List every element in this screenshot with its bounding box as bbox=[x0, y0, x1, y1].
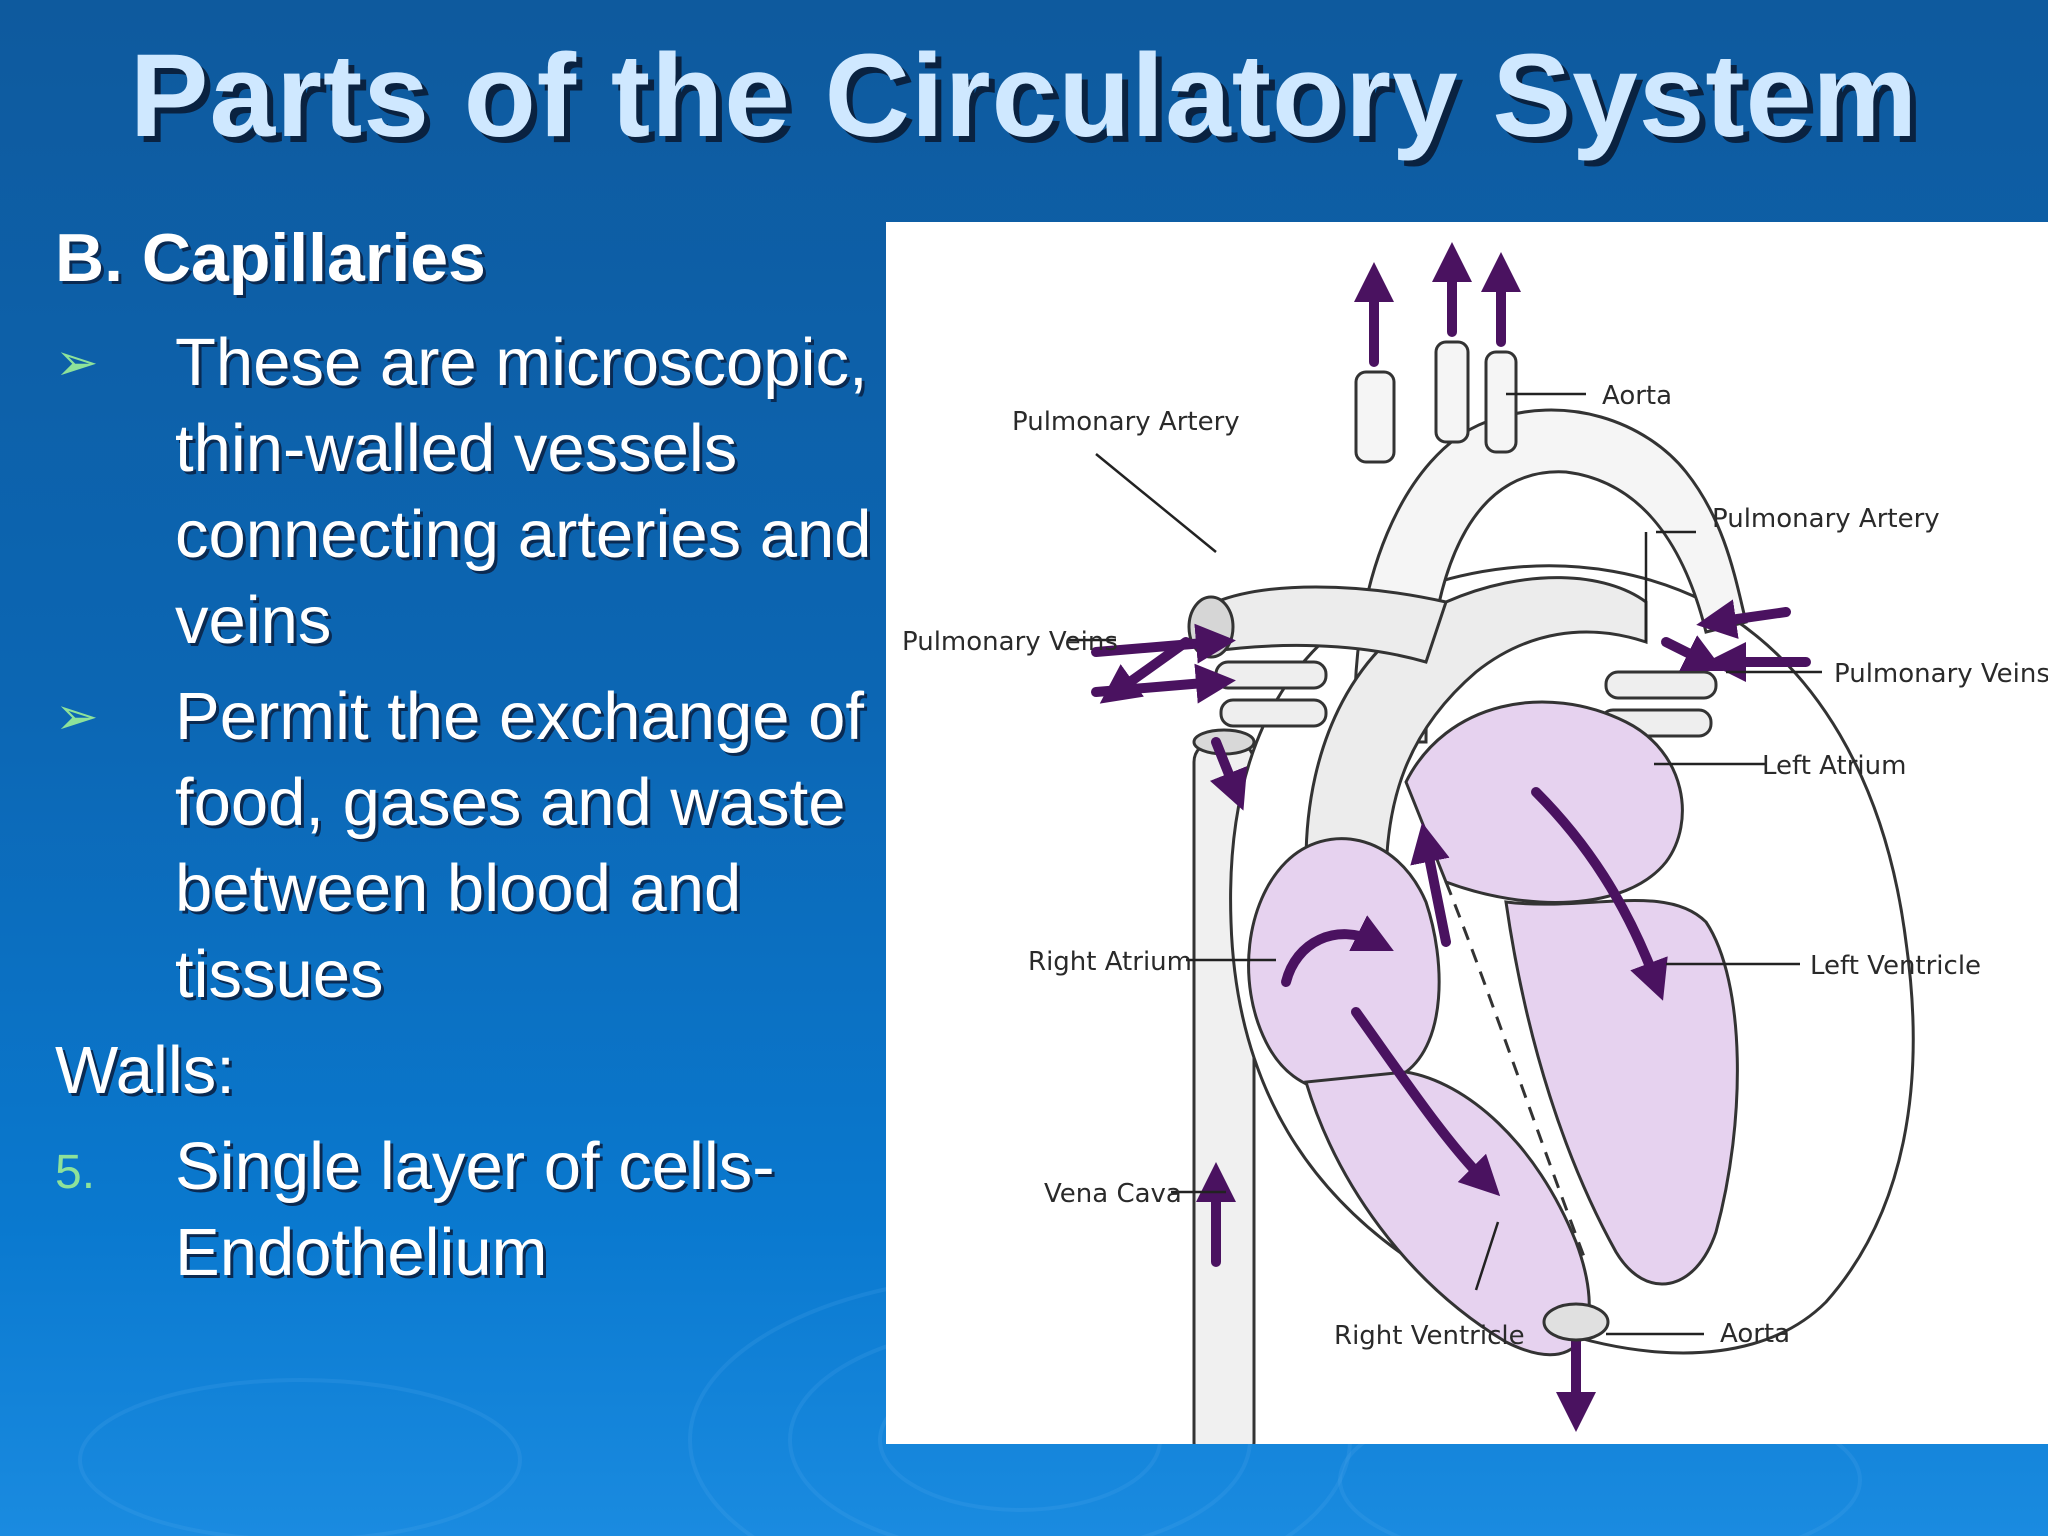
arrow-bullet-icon: ➢ bbox=[55, 333, 99, 392]
section-heading: B. Capillaries bbox=[55, 220, 486, 296]
walls-label: Walls: bbox=[55, 1032, 235, 1108]
right-atrium-chamber bbox=[1247, 837, 1441, 1094]
heart-diagram-svg: Aorta Pulmonary Artery Pulmonary Artery … bbox=[902, 242, 2048, 1444]
label-right-atrium: Right Atrium bbox=[1028, 947, 1192, 977]
blood-flow-arrows bbox=[1091, 242, 1811, 1432]
aorta-arch bbox=[1353, 340, 1748, 744]
left-ventricle-chamber bbox=[1504, 899, 1739, 1286]
label-right-ventricle: Right Ventricle bbox=[1334, 1321, 1525, 1351]
list-number: 5. bbox=[55, 1145, 96, 1199]
label-left-atrium: Left Atrium bbox=[1762, 751, 1906, 781]
label-aorta-bottom: Aorta bbox=[1720, 1319, 1790, 1349]
numbered-item: 5. Single layer of cells-Endothelium bbox=[55, 1124, 885, 1296]
label-leader-lines bbox=[1068, 392, 1822, 1336]
slide-body: B. Capillaries ➢ These are microscopic, … bbox=[55, 218, 885, 1306]
label-left-ventricle: Left Ventricle bbox=[1810, 951, 1981, 981]
label-pulmonary-artery-left: Pulmonary Artery bbox=[1012, 407, 1240, 437]
slide-title: Parts of the Circulatory System bbox=[129, 30, 1919, 162]
bullet-text: Permit the exchange of food, gases and w… bbox=[175, 678, 865, 1012]
heart-chambers bbox=[1247, 700, 1739, 1356]
arrow-bullet-icon: ➢ bbox=[55, 687, 99, 746]
label-vena-cava: Vena Cava bbox=[1044, 1179, 1182, 1209]
heart-diagram: Aorta Pulmonary Artery Pulmonary Artery … bbox=[886, 222, 2048, 1444]
bullet-item: ➢ These are microscopic, thin-walled ves… bbox=[55, 320, 885, 664]
label-aorta-top: Aorta bbox=[1602, 381, 1672, 411]
label-pulmonary-veins-right: Pulmonary Veins bbox=[1834, 659, 2048, 689]
bullet-item: ➢ Permit the exchange of food, gases and… bbox=[55, 674, 885, 1018]
label-pulmonary-veins-left: Pulmonary Veins bbox=[902, 627, 1118, 657]
label-pulmonary-artery-right: Pulmonary Artery bbox=[1712, 504, 1940, 534]
aorta-bottom-vessel bbox=[1542, 1302, 1610, 1342]
numbered-text: Single layer of cells-Endothelium bbox=[175, 1128, 775, 1290]
bullet-text: These are microscopic, thin-walled vesse… bbox=[175, 324, 872, 658]
pulmonary-veins-vessel bbox=[1214, 660, 1718, 738]
